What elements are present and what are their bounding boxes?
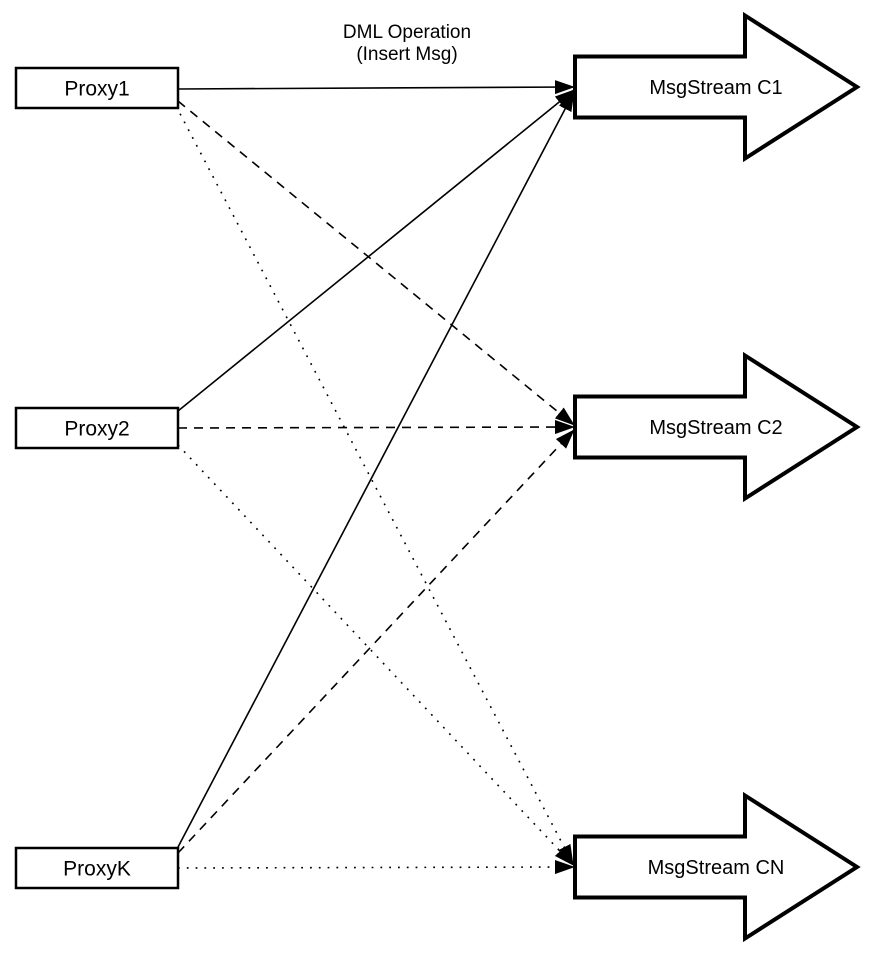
proxy-label-proxy2: Proxy2 (64, 418, 129, 441)
edge-proxy1-to-cn-dotted (175, 105, 574, 865)
edge-proxy2-to-c1-solid (177, 89, 575, 412)
diagram-title: DML Operation (Insert Msg) (250, 22, 564, 66)
diagram-title-line-2: (Insert Msg) (356, 44, 458, 65)
stream-node-c2 (573, 351, 861, 503)
stream-label-cn: MsgStream CN (648, 857, 785, 879)
edge-proxy1-to-c2-dashed (177, 100, 575, 426)
stream-label-c2: MsgStream C2 (649, 417, 782, 439)
proxy-label-proxy1: Proxy1 (64, 78, 129, 101)
edge-proxy2-to-cn-dotted (177, 444, 574, 866)
proxy-label-proxyk: ProxyK (63, 858, 131, 881)
stream-node-cn (573, 791, 861, 943)
edge-proxyk-to-c2-dashed (177, 429, 575, 854)
proxy-node-proxyk (14, 846, 180, 890)
stream-node-c1 (573, 11, 861, 163)
diagram-title-line-1: DML Operation (342, 22, 472, 43)
proxy-node-proxy2 (14, 406, 180, 450)
stream-label-c1: MsgStream C1 (649, 77, 782, 99)
edge-proxyk-to-cn-dotted (177, 860, 575, 875)
edge-proxyk-to-c1-solid (176, 91, 575, 850)
proxy-node-proxy1 (14, 66, 180, 110)
edge-proxy1-to-c1-solid (177, 80, 575, 95)
edge-proxy2-to-c2-dashed (177, 420, 575, 435)
